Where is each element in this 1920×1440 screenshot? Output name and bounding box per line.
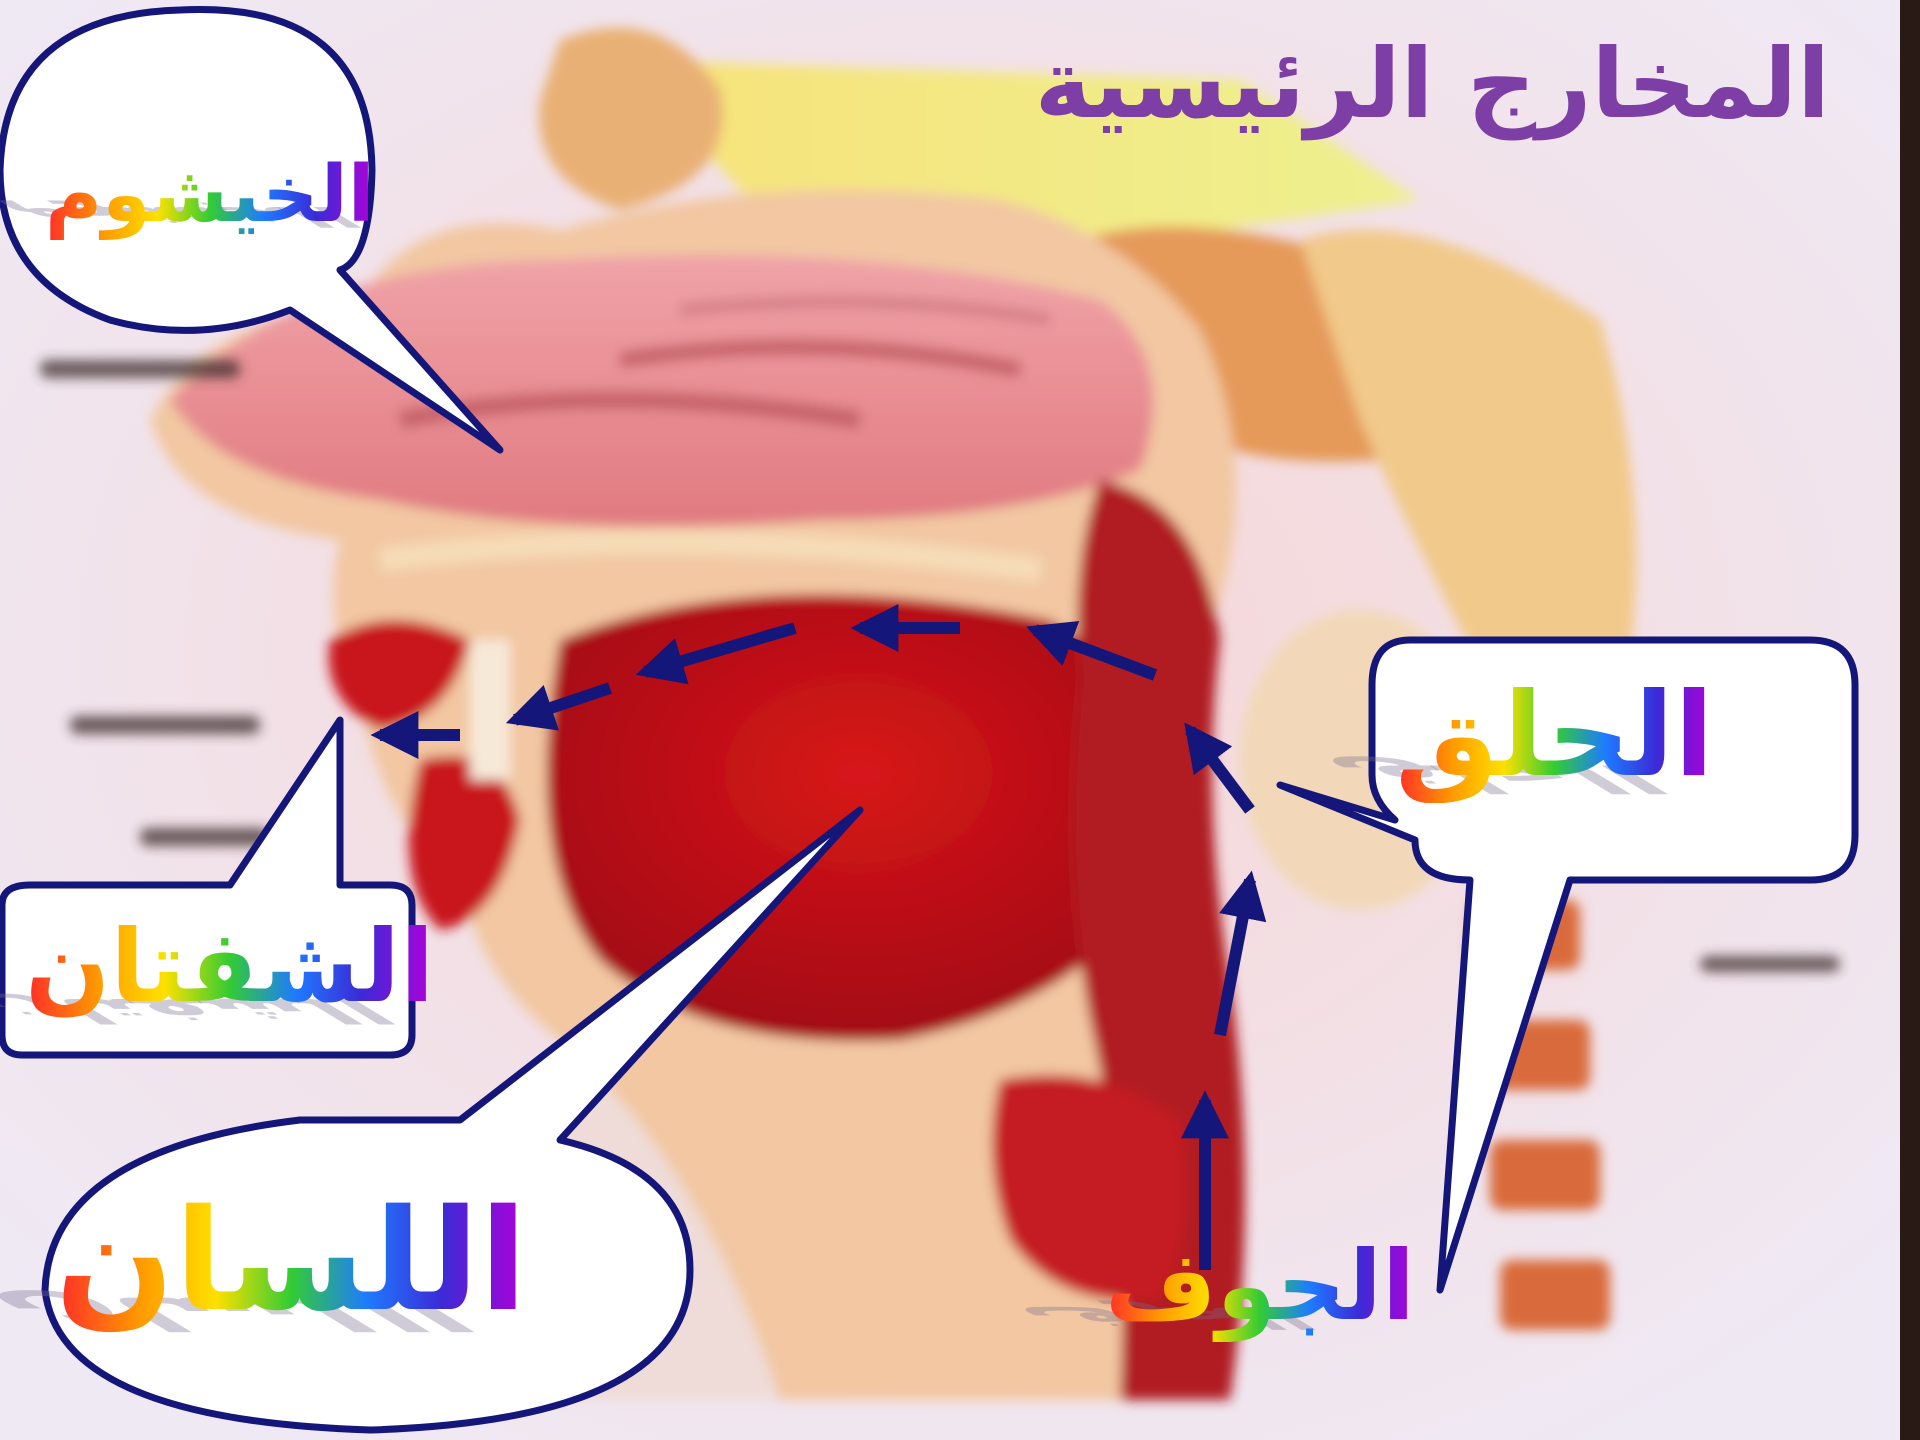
halq-label: الحلق (1395, 668, 1714, 803)
slide-title: المخارج الرئيسية (1035, 28, 1830, 140)
khayshoom-label: الخيشوم (45, 150, 375, 240)
jawf-label: الجوف (1105, 1230, 1415, 1342)
slide-title-text: المخارج الرئيسية (1035, 28, 1830, 140)
shafatan-label: الشفتان (25, 908, 434, 1025)
lisan-label: اللسان (55, 1180, 527, 1343)
right-border (1900, 0, 1920, 1440)
